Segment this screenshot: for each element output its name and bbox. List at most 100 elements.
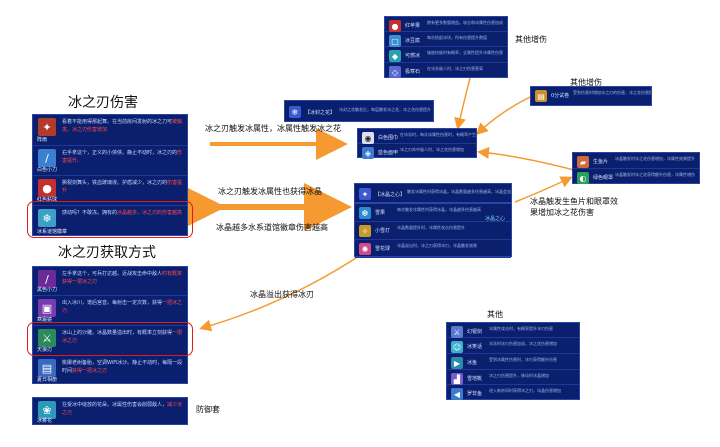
other-item-row[interactable]: ◀ 罗非鱼 进入新房间时获得冰之刃，冰晶伤害增加 (447, 385, 579, 401)
ice-flower-header-panel: ❄ 【冰封之花】 冰封之花触发后，每层触发冰之花，冰之花伤害提升 (284, 100, 434, 122)
other-item-row[interactable]: ☺ 冰笑话 冰冻时冰刃伤害加成，冰之花伤害增加 (447, 338, 579, 354)
arrow-top-boost (454, 77, 471, 130)
boost-item-row[interactable]: ● 红苹果 拥有更多数量增益。攻击和冰属性伤害加成 (385, 17, 507, 32)
item-caption: 寒霜镜 (37, 317, 53, 323)
item-desc: 感动吗？不敢冻。拥有的冰晶越多，冰之刃的伤害越高 (62, 210, 183, 216)
item-desc: 施放技能时有概率，全属性提升冰属性伤害 (427, 50, 503, 55)
item-name: 生鱼片 (593, 159, 609, 165)
item-icon: ⚔ (451, 326, 463, 338)
item-desc: 冰晶溢出时，冰之刃获得冰刃，冰晶触发效果 (397, 243, 477, 248)
ice-flower-items-panel: ◉ 白色围巾 在冰冻时，每次冰属性伤害时，有概率产生冰之花 ◈ 蓝色面甲 冰之刃… (357, 128, 477, 159)
boost-item-row[interactable]: ◇ 极寒石 在冰冻敌人时，冰之刃伤害更高 (385, 63, 507, 79)
item-caption: 阵雨 (37, 137, 48, 143)
item-desc: 冰封之花触发后，每层触发冰之花，冰之花伤害提升 (339, 107, 431, 112)
label-trigger-ice: 冰之刃触发冰属性，冰属性触发冰之花 (205, 124, 341, 133)
other-item-row[interactable]: ▟ 雪地靴 冰之刃伤害提升，移动时冰晶增加 (447, 370, 579, 385)
item-icon: ⚔ (38, 329, 56, 347)
item-icon: ☺ (451, 341, 463, 353)
item-caption: 冰雾花 (37, 418, 53, 424)
boost-item-row[interactable]: ◆ 可燃冰 施放技能时有概率，全属性提升冰属性伤害 (385, 47, 507, 63)
ice-flower-header-row[interactable]: ❄ 【冰封之花】 冰封之花触发后，每层触发冰之花，冰之花伤害提升 (285, 101, 433, 123)
item-caption: 天狼刃 (37, 347, 53, 353)
source-item-row[interactable]: / 左手拿这个，可兵打达越。近战攻击命中敌人时有概率获得一把冰之刃 黑色小刀 (33, 267, 187, 296)
damage-item-row[interactable]: ✦ 看着不能用得那起舞。在当前房间发射的冰之刀可被触发。冰之刃伤害增加 阵雨 (33, 115, 187, 146)
crystal-header-panel: ✦ 【冰晶之心】 触发冰属性时获得冰晶，冰晶数量越多伤害越高，冰晶会溢出 (354, 183, 512, 203)
item-icon: ● (389, 20, 401, 32)
item-desc: 出入冰川，谱后宫音。每射击一定次数，获得一把冰之刃 (62, 300, 183, 314)
item-name: 冰鱼 (467, 360, 478, 366)
item-icon: / (38, 270, 56, 288)
item-icon: ❀ (38, 401, 56, 419)
item-icon: ✺ (359, 243, 371, 255)
item-desc: 冰之刃命中敌人时，冰之花伤害增加 (400, 147, 464, 152)
damage-item-row[interactable]: / 右手拿这个，正义的小侠侠。静止不动时，冰之刃的伤害提升。 白色小刀 (33, 146, 187, 176)
item-name: 蓝色面甲 (378, 150, 399, 156)
item-name: 红苹果 (405, 23, 421, 29)
item-name: 小雪灯 (375, 228, 391, 234)
label-crystal-effect-2: 果增加冰之花伤害 (530, 208, 594, 217)
other-item-row[interactable]: ⚔ 幻银剑 冰属性攻击时，有概率提升冰刃伤害 (447, 323, 579, 338)
item-desc: 冰晶数量提升时，冰属性攻击伤害提升 (397, 225, 465, 230)
item-desc: 在冰冻敌人时，冰之刃伤害更高 (427, 66, 483, 71)
effect-item-row[interactable]: ◐ 绿色眼罩 冰晶触发时冰之花获得额外伤害，冰属性增伤 (573, 169, 699, 185)
source-items-panel: / 左手拿这个，可兵打达越。近战攻击命中敌人时有概率获得一把冰之刃 黑色小刀 ▣… (32, 266, 188, 384)
item-name: 可燃冰 (405, 53, 421, 59)
arrow-right-boost (475, 96, 531, 136)
source-item-row[interactable]: ▤ 桃娜老树备胎，空调WiFi冰沙。静止不动时，每隔一段时间获得一把冰之刃 夏日… (33, 356, 187, 385)
other-items-panel: ⚔ 幻银剑 冰属性攻击时，有概率提升冰刃伤害 ☺ 冰笑话 冰冻时冰刃伤害加成，冰… (446, 322, 580, 400)
item-caption: 冰系道馆徽章 (37, 229, 68, 235)
item-name: 罗非鱼 (467, 391, 483, 397)
item-icon: ▶ (451, 357, 463, 369)
item-desc: 冰晶触发时冰之花伤害增加，冰属性效果提升 (615, 156, 695, 161)
item-icon: ❆ (359, 207, 371, 219)
source-item-row[interactable]: ▣ 出入冰川，谱后宫音。每射击一定次数，获得一把冰之刃 寒霜镜 (33, 296, 187, 326)
other-item-row[interactable]: ▶ 冰鱼 受到冰属性伤害时，冰刃获得额外伤害 (447, 354, 579, 370)
item-name: 雪果 (375, 210, 386, 216)
damage-item-row[interactable]: ❄ 感动吗？不敢冻。拥有的冰晶越多，冰之刃的伤害越高 冰系道馆徽章 (33, 206, 187, 237)
item-caption: 白色小刀 (37, 167, 58, 173)
item-icon: ◉ (362, 132, 374, 144)
item-icon: ❄ (38, 209, 56, 227)
item-name: 绿色眼罩 (593, 175, 614, 181)
item-desc: 右手拿这个，正义的小侠侠。静止不动时，冰之刃的伤害提升。 (62, 150, 183, 164)
item-name: 【冰封之花】 (305, 110, 336, 116)
damage-items-panel: ✦ 看着不能用得那起舞。在当前房间发射的冰之刀可被触发。冰之刃伤害增加 阵雨 /… (32, 114, 188, 236)
item-desc: 冰晶触发时冰之花获得额外伤害，冰属性增伤 (615, 172, 695, 177)
item-desc: 受到冰属性伤害时，冰刃获得额外伤害 (489, 357, 557, 362)
item-desc: 每次拾起冰块，所有伤害提升数值 (427, 35, 487, 40)
crystal-item-row[interactable]: ✧ 小雪灯 冰晶数量提升时，冰属性攻击伤害提升 (355, 222, 511, 240)
highlight-box-skyblade (27, 322, 193, 356)
item-name: 幻银剑 (467, 329, 483, 335)
damage-item-row[interactable]: ● 撕裂剑舞头，铁血玻璃液。护盾减少，冰之刃的伤害提升 红色粘球 (33, 176, 187, 206)
item-caption: 红色粘球 (37, 197, 58, 203)
item-desc: 左手拿这个，可兵打达越。近战攻击命中敌人时有概率获得一把冰之刃 (62, 271, 183, 285)
top-boost-panel: ● 红苹果 拥有更多数量增益。攻击和冰属性伤害加成 ▢ 冰豆腐 每次拾起冰块，所… (384, 16, 508, 78)
label-other-boost-1: 其他增伤 (515, 35, 547, 44)
crystal-effect-panel: ▰ 生鱼片 冰晶触发时冰之花伤害增加，冰属性效果提升 ◐ 绿色眼罩 冰晶触发时冰… (572, 152, 700, 184)
effect-item-row[interactable]: ▰ 生鱼片 冰晶触发时冰之花伤害增加，冰属性效果提升 (573, 153, 699, 169)
item-desc: 触发冰属性时获得冰晶，冰晶数量越多伤害越高，冰晶会溢出 (407, 189, 511, 194)
label-trigger-crystal: 冰之刃触发冰属性也获得冰晶 (218, 187, 322, 196)
item-name: 雪地靴 (467, 376, 483, 382)
crystal-item-row[interactable]: ✺ 雪花球 冰晶溢出时，冰之刃获得冰刃，冰晶触发效果 (355, 240, 511, 258)
item-name: 雪花球 (375, 246, 391, 252)
ice-flower-item-row[interactable]: ◉ 白色围巾 在冰冻时，每次冰属性伤害时，有概率产生冰之花 (358, 129, 476, 144)
crystal-item-row[interactable]: ❆ 雪果 每次触发冰属性时获得冰晶，冰晶越多伤害越高 (355, 204, 511, 222)
crystal-header-row[interactable]: ✦ 【冰晶之心】 触发冰属性时获得冰晶，冰晶数量越多伤害越高，冰晶会溢出 (355, 184, 511, 204)
item-icon: ▟ (451, 373, 463, 385)
item-desc: 每次触发冰属性时获得冰晶，冰晶越多伤害越高 (397, 207, 481, 212)
item-desc: 冰属性攻击时，有概率提升冰刃伤害 (489, 326, 553, 331)
item-name: 0分试卷 (551, 93, 570, 99)
item-desc: 冰冻时冰刃伤害加成，冰之花伤害增加 (489, 341, 557, 346)
boost-item-row[interactable]: ▢ 冰豆腐 每次拾起冰块，所有伤害提升数值 (385, 32, 507, 47)
item-icon: ◀ (451, 388, 463, 400)
item-icon: / (38, 149, 56, 167)
label-more-water-badges: 冰晶越多水系道馆徽章伤害越高 (216, 223, 328, 232)
ice-flower-item-row[interactable]: ◈ 蓝色面甲 冰之刃命中敌人时，冰之花伤害增加 (358, 144, 476, 159)
title-damage: 冰之刃伤害 (68, 95, 138, 111)
boost-item-row[interactable]: ▤ 0分试卷 受到伤害时增加冰之刃的伤害，冰之花伤害提升 (531, 87, 651, 107)
crystal-sub-label: 冰晶之心 (485, 216, 506, 222)
defense-item-row[interactable]: ❀ 在受冰中绽放的花朵。冰属性伤害会削弱敌人，减少冰之刃 冰雾花 (33, 398, 187, 426)
crystal-items-panel: ❆ 雪果 每次触发冰属性时获得冰晶，冰晶越多伤害越高 ✧ 小雪灯 冰晶数量提升时… (354, 203, 512, 258)
label-crystal-effect-1: 冰晶触发生鱼片和眼罩效 (530, 197, 618, 206)
